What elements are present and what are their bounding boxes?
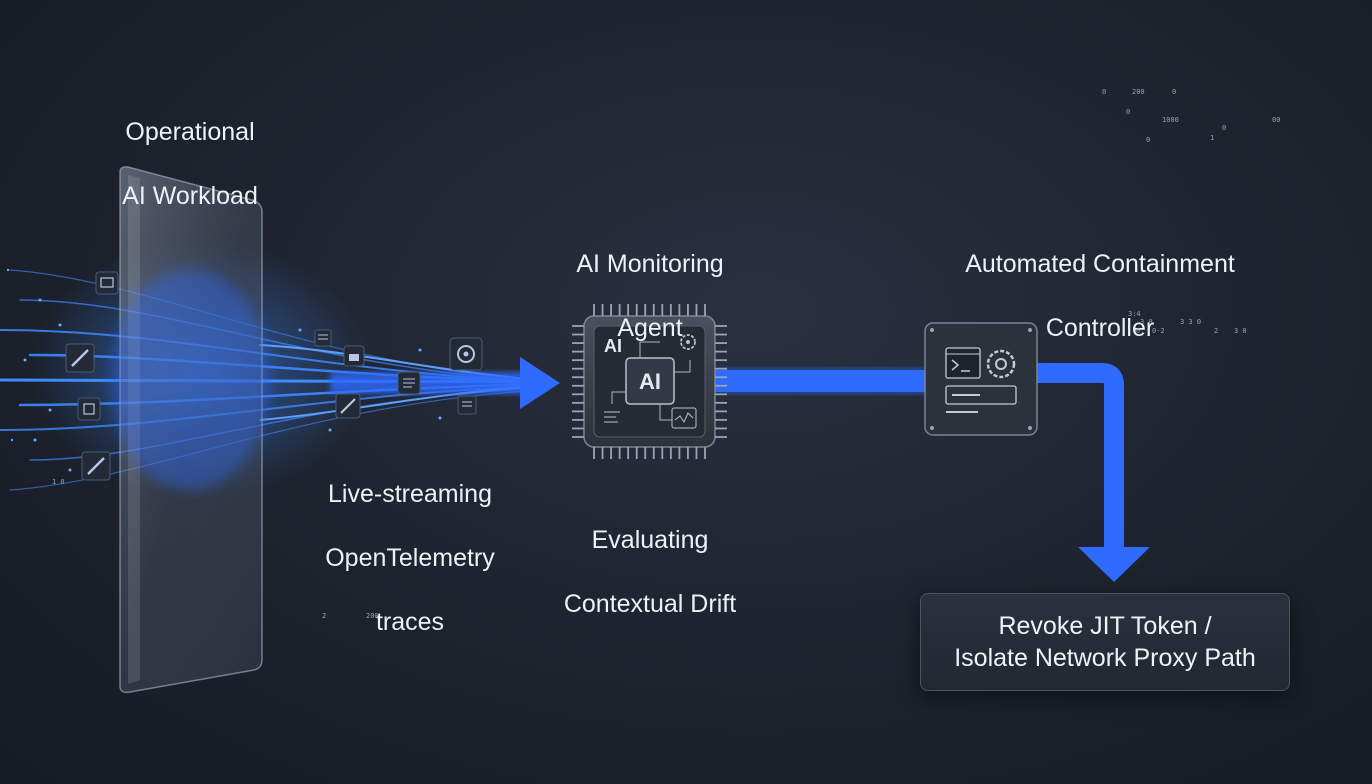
stream-caption-line1: Live-streaming	[328, 480, 492, 508]
chip-center-label: AI	[639, 369, 661, 394]
decor-number: 0	[1126, 108, 1131, 116]
decor-number: 3:4	[1128, 310, 1141, 318]
chip-pins	[572, 304, 727, 459]
document-icon	[604, 411, 620, 423]
containment-action-box: Revoke JIT Token / Isolate Network Proxy…	[920, 593, 1290, 691]
decor-number: 0-2	[1152, 327, 1165, 335]
decor-number: 0	[1136, 327, 1141, 335]
stream-caption-line2: OpenTelemetry	[325, 544, 495, 572]
ai-monitoring-chip	[583, 315, 716, 448]
database-icon	[95, 271, 119, 295]
decor-number: 00	[1272, 116, 1281, 124]
decor-number: 200	[366, 612, 379, 620]
containment-action-line1: Revoke JIT Token /	[998, 612, 1212, 640]
wrench-icon	[65, 343, 95, 373]
agent-title: AI Monitoring Agent	[530, 216, 770, 376]
document-icon	[457, 395, 477, 415]
document-icon	[314, 329, 332, 347]
decor-number: 0	[1146, 136, 1151, 144]
controller-to-action-connector	[1036, 363, 1150, 582]
stream-caption-line3: traces	[375, 608, 445, 636]
wrench-icon	[335, 393, 361, 419]
wrench-icon	[81, 451, 111, 481]
gear-icon	[986, 349, 1016, 379]
containment-action-line2: Isolate Network Proxy Path	[954, 644, 1256, 672]
chart-icon	[671, 407, 697, 429]
controller-title: Automated Containment Controller	[930, 216, 1270, 376]
agent-title-line2: Agent	[617, 314, 683, 342]
decor-number: 2	[1214, 327, 1219, 335]
agent-to-controller-connector	[715, 369, 930, 393]
decor-number: 3 0	[1234, 327, 1247, 335]
status-panel	[945, 385, 1017, 413]
decor-number: 1000	[1162, 116, 1179, 124]
stream-arrow	[330, 357, 560, 409]
workload-title-line1: Operational	[125, 118, 255, 146]
decor-number: 1	[1210, 134, 1215, 142]
stream-particles	[6, 268, 442, 472]
decor-number: 0	[1222, 124, 1227, 132]
decor-number: 0	[1102, 88, 1107, 96]
chip-corner-label: AI	[604, 336, 622, 356]
network-icon	[77, 397, 101, 421]
stream-caption: Live-streaming OpenTelemetry traces	[300, 446, 520, 670]
decor-number: 3 3 0	[1180, 318, 1202, 326]
decor-number: 1 0	[52, 478, 65, 486]
terminal-icon	[945, 347, 981, 379]
decor-number: 200	[1132, 88, 1145, 96]
controller-title-line2: Controller	[1045, 314, 1155, 342]
agent-caption-line1: Evaluating	[591, 526, 709, 554]
decor-number: 0	[1172, 88, 1177, 96]
workload-title-line2: AI Workload	[122, 182, 258, 210]
decor-number: 2	[322, 612, 327, 620]
lock-icon	[343, 345, 365, 367]
agent-caption-line2: Contextual Drift	[563, 590, 737, 618]
controller-title-line1: Automated Containment	[965, 250, 1235, 278]
gear-icon	[680, 334, 696, 350]
decor-number: 3 0	[1140, 318, 1153, 326]
workload-title: Operational AI Workload	[90, 84, 290, 244]
agent-caption: Evaluating Contextual Drift	[530, 492, 770, 652]
document-icon	[397, 371, 421, 395]
gear-icon	[449, 337, 483, 371]
agent-title-line1: AI Monitoring	[576, 250, 724, 278]
glass-glow	[110, 270, 270, 490]
